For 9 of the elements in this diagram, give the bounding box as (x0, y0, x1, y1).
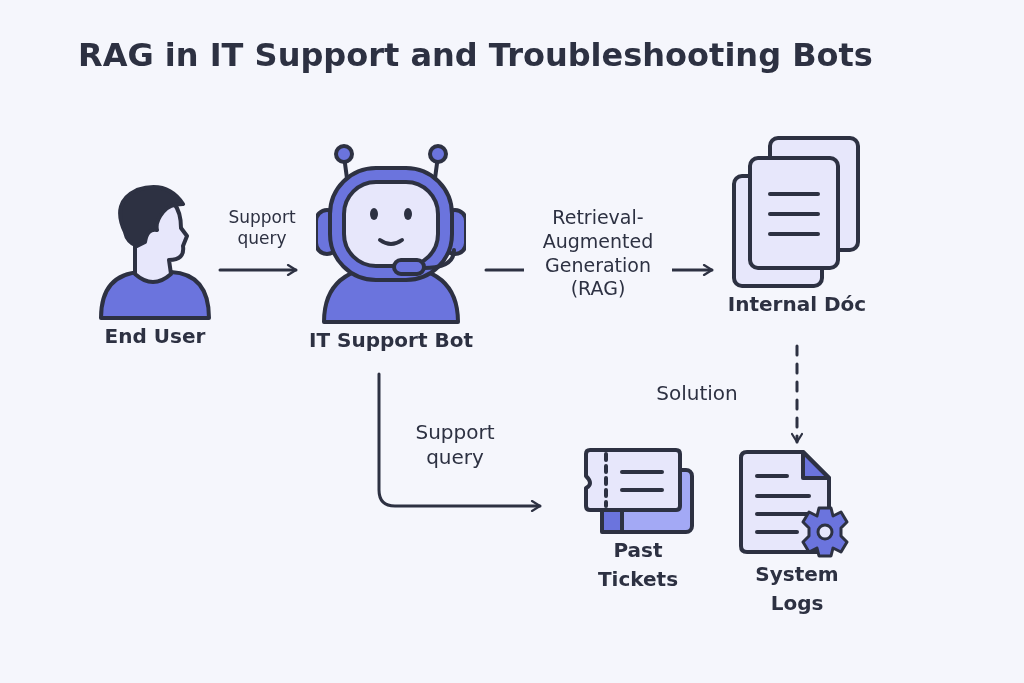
arrow (377, 372, 542, 513)
node-label: Past Tickets (596, 537, 680, 593)
arrow (790, 344, 804, 444)
node-label: Internal Dóc (727, 291, 867, 318)
arrow (218, 263, 298, 277)
node-label: IT Support Bot (309, 327, 473, 354)
node-label: End User (104, 323, 206, 350)
node-label: System Logs (754, 561, 840, 617)
title: RAG in IT Support and Troubleshooting Bots (78, 36, 873, 74)
